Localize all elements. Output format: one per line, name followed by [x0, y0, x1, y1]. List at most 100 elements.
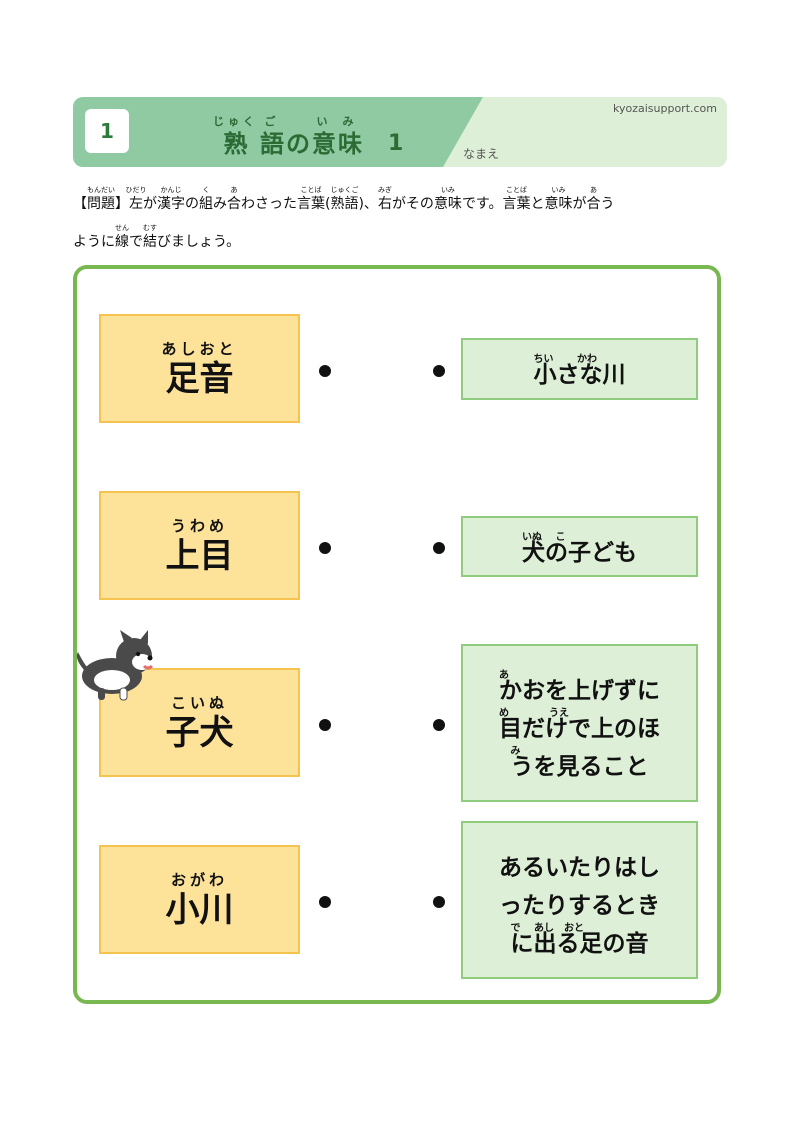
- instruction-segment: 組く: [199, 186, 213, 213]
- right-item-ruby: め うえ: [499, 708, 569, 719]
- right-item-text: あるいたりはし: [499, 855, 660, 881]
- title-ruby: い: [316, 115, 332, 128]
- instruction-segment: わさった: [241, 195, 297, 213]
- title-char: み味: [338, 115, 362, 159]
- right-item-ruby: ちい かわ: [533, 354, 597, 365]
- site-url: kyozaisupport.com: [612, 102, 717, 115]
- right-item-line: ったりするとき: [499, 881, 660, 919]
- instruction-ruby: いみ: [440, 186, 455, 194]
- right-item-1[interactable]: ちい かわ小さな川: [461, 338, 698, 400]
- title-base: 意: [312, 130, 336, 158]
- instruction-segment: 意味いみ: [434, 186, 462, 213]
- instruction-text: ように: [73, 234, 115, 250]
- instruction-text: 意味: [544, 196, 573, 212]
- right-item-2[interactable]: いぬ こ犬の子ども: [461, 516, 698, 577]
- instruction-text: びましょう。: [157, 234, 241, 250]
- instruction-segment: 線せん: [115, 224, 129, 251]
- title-ruby: み: [342, 115, 358, 128]
- instruction-segment: 意味いみ: [544, 186, 573, 213]
- instruction-text: 言葉: [297, 196, 325, 212]
- instruction-ruby: く: [202, 186, 210, 194]
- right-dot-1[interactable]: [433, 365, 445, 377]
- right-item-ruby: で あし おと: [510, 923, 584, 934]
- instruction-segment: 漢字かんじ: [157, 186, 185, 213]
- instruction-ruby: みぎ: [377, 186, 392, 194]
- left-item-ruby: うわめ: [170, 516, 228, 535]
- instruction-text: )、: [358, 196, 378, 212]
- left-dot-3[interactable]: [319, 719, 331, 731]
- instruction-text: う: [600, 196, 615, 212]
- name-label: なまえ: [463, 147, 500, 161]
- instruction-segment: と: [531, 195, 545, 213]
- right-item-text: に出る足の音: [510, 931, 649, 957]
- right-item-ruby: み: [510, 746, 521, 757]
- left-item-3[interactable]: こいぬ 子犬: [99, 668, 300, 777]
- right-item-line: みうを見ること: [511, 742, 649, 780]
- instruction-ruby: いみ: [551, 186, 566, 194]
- instruction-text: 合: [586, 196, 601, 212]
- right-dot-2[interactable]: [433, 542, 445, 554]
- instruction-text: 【: [73, 196, 87, 212]
- instruction-segment: 右みぎ: [378, 186, 392, 213]
- instruction-segment: 問題もんだい: [87, 186, 115, 213]
- page-title: じゅく熟ご語のい意み味 1: [213, 109, 403, 159]
- left-dot-1[interactable]: [319, 365, 331, 377]
- instruction-text: が: [572, 196, 587, 212]
- instruction-text: です。: [461, 196, 503, 212]
- left-item-word: 足音: [165, 358, 234, 399]
- instruction-ruby: せん: [115, 224, 129, 232]
- right-item-line: ちい かわ小さな川: [534, 350, 626, 388]
- left-item-4[interactable]: おがわ 小川: [99, 845, 300, 954]
- instruction-ruby: むす: [143, 224, 157, 232]
- worksheet-number: 1: [85, 109, 129, 153]
- instruction-segment: 結むす: [143, 224, 157, 251]
- puppy-icon: [76, 630, 154, 701]
- right-item-3[interactable]: あかおを上げずにめ うえ目だけで上のほみうを見ること: [461, 644, 698, 802]
- instruction-ruby: じゅくご: [330, 186, 359, 194]
- instruction-text: と: [530, 196, 545, 212]
- left-item-ruby: あしおと: [161, 339, 238, 358]
- title-base: 熟: [223, 130, 248, 158]
- instruction-text: 】: [115, 196, 129, 212]
- instruction-segment: )、: [358, 195, 377, 213]
- instruction-segment: 左ひだり: [126, 186, 147, 213]
- left-item-word: 上目: [165, 535, 234, 576]
- right-item-4[interactable]: あるいたりはしったりするときで あし おとに出る足の音: [461, 821, 698, 979]
- instruction-segment: 熟語じゅくご: [330, 186, 358, 213]
- instruction-text: (: [325, 196, 331, 212]
- title-number: 1: [388, 131, 404, 156]
- instruction-text: で: [129, 234, 143, 250]
- instruction-ruby: ことば: [300, 186, 322, 194]
- right-dot-3[interactable]: [433, 719, 445, 731]
- title-base: 語: [260, 130, 284, 158]
- instruction-ruby: あ: [230, 186, 238, 194]
- instruction-segment: 言葉ことば: [503, 186, 531, 213]
- left-item-1[interactable]: あしおと 足音: [99, 314, 300, 423]
- instruction-ruby: あ: [590, 186, 598, 194]
- instruction-text: 問題: [87, 196, 115, 212]
- instruction-text: 組: [199, 196, 213, 212]
- left-item-ruby: こいぬ: [170, 693, 228, 712]
- left-item-2[interactable]: うわめ 上目: [99, 491, 300, 600]
- instruction-text: わさった: [241, 196, 297, 212]
- right-dot-4[interactable]: [433, 896, 445, 908]
- instruction-segment: 合あ: [586, 186, 601, 213]
- instruction-segment: が: [143, 195, 157, 213]
- title-char: じゅく熟: [213, 115, 258, 159]
- right-item-text: 目だけで上のほ: [499, 716, 660, 742]
- title-char: の: [286, 115, 310, 159]
- instruction-ruby: ことば: [506, 186, 528, 194]
- instruction-segment: 合あ: [227, 186, 241, 213]
- right-item-text: 小さな川: [533, 362, 626, 388]
- instruction-segment: びましょう。: [157, 233, 240, 251]
- instruction-segment: う: [601, 195, 615, 213]
- instruction-text: 漢字: [157, 196, 185, 212]
- instruction-segment: が: [573, 195, 587, 213]
- instruction-ruby: もんだい: [87, 186, 115, 194]
- instruction-segment: ように: [73, 233, 115, 251]
- instruction-ruby: ひだり: [125, 186, 147, 194]
- title-ruby: ご: [264, 115, 280, 128]
- left-dot-4[interactable]: [319, 896, 331, 908]
- left-dot-2[interactable]: [319, 542, 331, 554]
- instructions-line-2: ように線せんで結むすびましょう。: [73, 224, 240, 251]
